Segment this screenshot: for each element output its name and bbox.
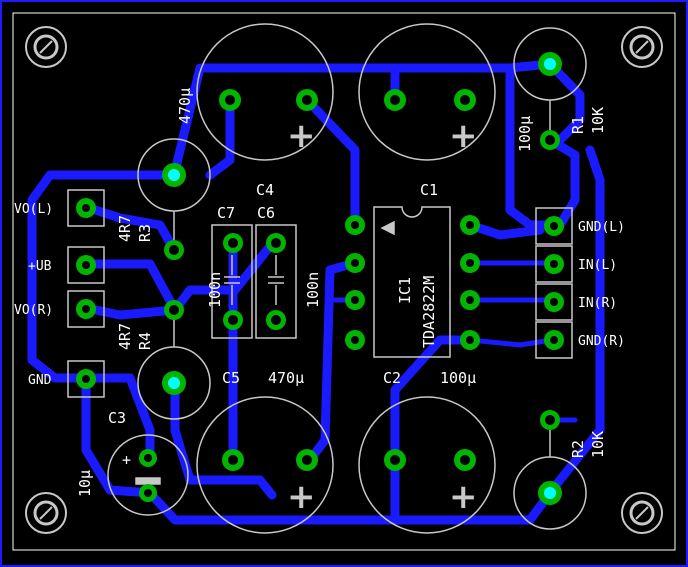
c2-outline [358, 396, 496, 534]
connector-gnd-r-label: GND(R) [578, 334, 625, 349]
labels: + + + + + C1 C4 C7 C6 C5 470µ C2 100µ C3… [14, 88, 625, 517]
connector-vo-l-label: VO(L) [14, 202, 53, 217]
r1-ref: R1 [569, 116, 587, 134]
ic1-ref: IC1 [396, 277, 414, 304]
connector-gnd-l-label: GND(L) [578, 220, 625, 235]
connector-in-r-label: IN(R) [578, 296, 617, 311]
mounting-hole-br [621, 492, 663, 534]
c3-outline [107, 434, 189, 516]
r2-ref: R2 [569, 440, 587, 458]
c5-outline [196, 396, 334, 534]
connector-in-l-label: IN(L) [578, 258, 617, 273]
mounting-hole-tr [621, 26, 663, 68]
r4-ref: R4 [136, 332, 154, 350]
c7-ref: C7 [217, 204, 235, 222]
c5-value: 470µ [268, 369, 304, 387]
connector-vo-r-label: VO(R) [14, 303, 53, 318]
r4-value: 4R7 [116, 323, 134, 350]
c7-value: 100n [206, 272, 224, 308]
c1-ref: C1 [420, 181, 438, 199]
c2-plus-mark: + [449, 477, 478, 517]
c4-value: 470µ [176, 88, 194, 124]
c3-ref: C3 [108, 409, 126, 427]
ic1-body [373, 206, 451, 358]
mounting-hole-tl [25, 26, 67, 68]
connector-ub-label: +UB [28, 259, 52, 274]
pads [76, 52, 564, 505]
c3-value: 10µ [76, 470, 94, 497]
r1-value: 10K [589, 107, 607, 134]
r3-ref: R3 [136, 224, 154, 242]
c4-outline [196, 23, 334, 161]
c1-plus-mark: + [449, 116, 478, 156]
c4-ref: C4 [256, 181, 274, 199]
c6-value: 100n [304, 272, 322, 308]
board-outline [12, 12, 676, 551]
c5-ref: C5 [222, 369, 240, 387]
silkscreen [67, 23, 587, 534]
mounting-hole-bl [25, 492, 67, 534]
c1-outline [358, 23, 496, 161]
c3-plus-mark: + [122, 451, 131, 469]
copper-traces [27, 59, 605, 525]
connector-gnd-label: GND [28, 373, 52, 388]
c6-ref: C6 [257, 204, 275, 222]
c5-plus-mark: + [287, 477, 316, 517]
r3-value: 4R7 [116, 215, 134, 242]
c1-value: 100µ [516, 116, 534, 152]
r2-value: 10K [589, 431, 607, 458]
c2-ref: C2 [383, 369, 401, 387]
ic1-part: TDA2822M [420, 276, 438, 348]
c2-value: 100µ [440, 369, 476, 387]
c4-plus-mark: + [287, 116, 316, 156]
